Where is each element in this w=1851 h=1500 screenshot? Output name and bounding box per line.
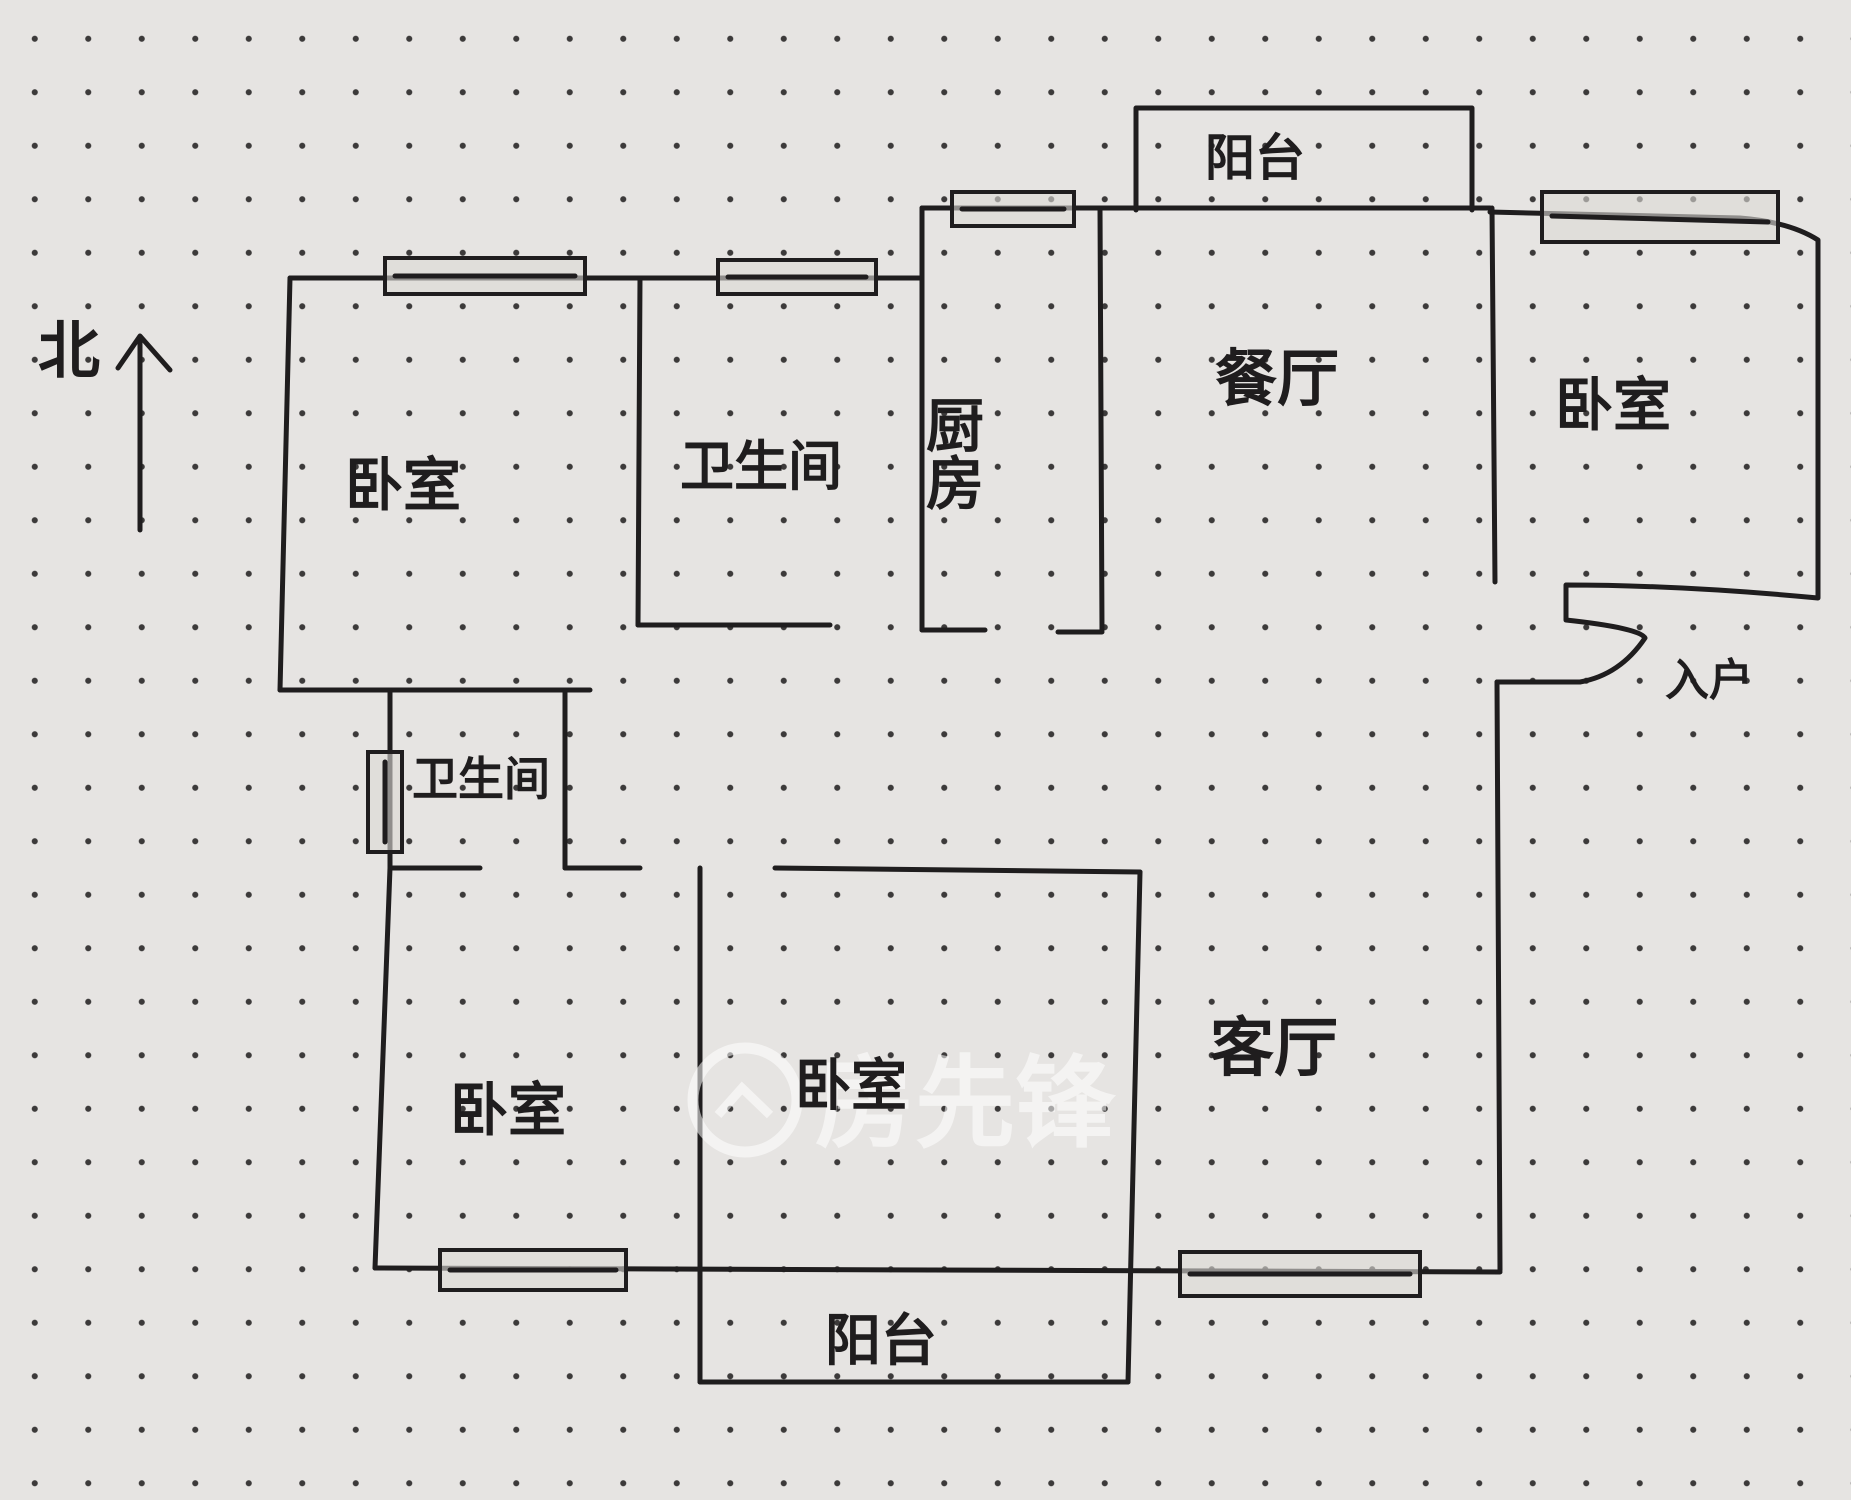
watermark-text: 房先锋 — [815, 1045, 1117, 1162]
balcony-bottom-label: 阳台 — [825, 1308, 937, 1374]
bedroom-sw-label: 卧室 — [450, 1076, 566, 1144]
kitchen-label: 厨房 — [916, 395, 984, 511]
entrance-label: 入户 — [1665, 655, 1753, 706]
bedroom-s-label: 卧室 — [795, 1053, 907, 1119]
living-label: 客厅 — [1210, 1011, 1338, 1086]
north-arrow-icon — [115, 333, 173, 533]
balcony-top-label: 阳台 — [1205, 128, 1305, 187]
bedroom-nw-label: 卧室 — [345, 451, 461, 519]
bathroom-small-label: 卫生间 — [412, 752, 550, 806]
walls — [277, 105, 1821, 1385]
bedroom-ne-label: 卧室 — [1555, 371, 1671, 439]
top-balcony-wall — [1133, 105, 1475, 213]
north-label: 北 — [38, 314, 100, 387]
dining-label: 餐厅 — [1215, 342, 1339, 415]
windows — [366, 190, 1780, 1298]
bathroom-n-label: 卫生间 — [680, 434, 842, 498]
watermark: 房先锋 — [687, 1042, 1117, 1162]
